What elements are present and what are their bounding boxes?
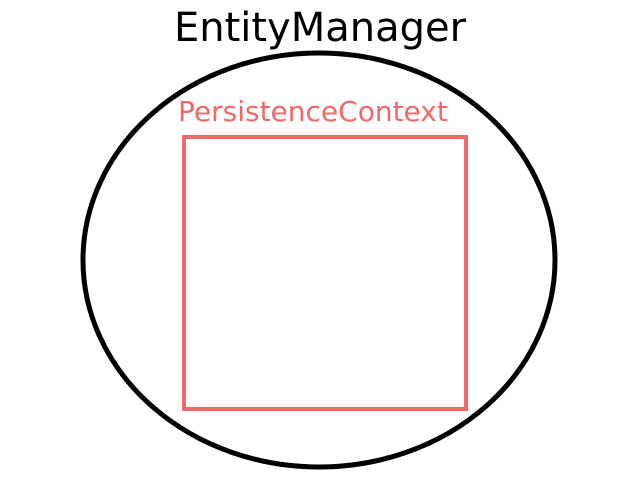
entity-manager-ellipse (80, 50, 558, 470)
persistence-context-label: PersistenceContext (178, 95, 448, 128)
entity-manager-label: EntityManager (173, 5, 467, 51)
persistence-context-box (182, 135, 468, 411)
